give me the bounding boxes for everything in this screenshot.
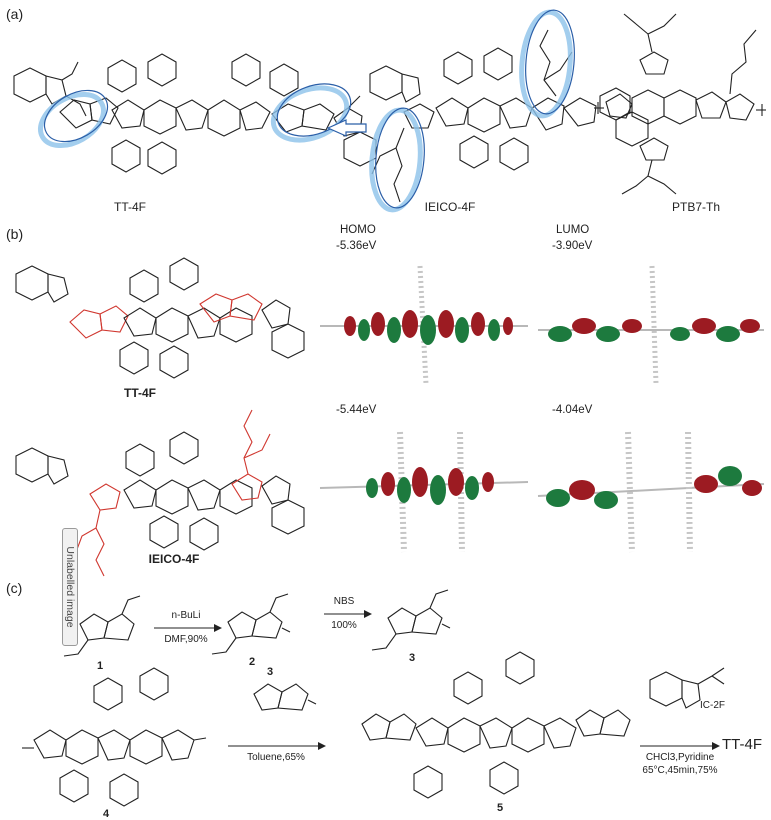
ieico4f-structure-a xyxy=(369,9,649,213)
compound-3-label: 3 xyxy=(408,652,416,664)
label-ieico4f-b: IEICO-4F xyxy=(148,552,200,566)
ieico-homo-value: -5.44eV xyxy=(336,404,377,416)
panel-label-a: (a) xyxy=(6,6,24,22)
step3-conditions: Toluene,65% xyxy=(247,752,305,763)
panel-label-b: (b) xyxy=(6,226,24,242)
orbital-tt4f-homo xyxy=(318,265,530,385)
ieico-lumo-value: -4.04eV xyxy=(552,404,593,416)
ieico4f-structure-b xyxy=(15,409,305,577)
ptb7th-structure xyxy=(594,13,766,195)
scheme-row-1 xyxy=(63,589,451,657)
step2-reagent: NBS xyxy=(333,596,355,607)
orbital-ieico-lumo xyxy=(534,430,766,554)
step4-conditions-2: 65°C,45min,75% xyxy=(642,765,718,776)
tt4f-homo-value: -5.36eV xyxy=(336,240,377,252)
tt4f-lumo-value: -3.90eV xyxy=(552,240,593,252)
unlabelled-image-text: Unlabelled image xyxy=(64,546,76,628)
label-tt4f-a: TT-4F xyxy=(114,200,146,214)
step2-yield: 100% xyxy=(331,620,357,631)
scheme-row-2 xyxy=(22,651,725,807)
compound-3-reagent-label: 3 xyxy=(266,666,274,678)
final-product-label: TT-4F xyxy=(722,736,762,753)
ic2f-label: IC-2F xyxy=(700,700,725,711)
conversion-arrow xyxy=(326,119,367,137)
lumo-heading: LUMO xyxy=(556,224,590,236)
tt4f-structure-b xyxy=(15,257,305,379)
step1-conditions: DMF,90% xyxy=(164,634,208,645)
step4-conditions-1: CHCl3,Pyridine xyxy=(645,752,715,763)
panel-label-c: (c) xyxy=(6,580,23,596)
orbital-tt4f-lumo xyxy=(534,265,766,385)
label-ptb7th: PTB7-Th xyxy=(671,200,720,214)
label-ieico4f-a: IEICO-4F xyxy=(424,200,476,214)
label-tt4f-b: TT-4F xyxy=(124,386,156,400)
homo-heading: HOMO xyxy=(340,224,376,236)
compound-4-label: 4 xyxy=(102,808,110,820)
compound-2-label: 2 xyxy=(248,656,256,668)
compound-5-label: 5 xyxy=(496,802,504,814)
unlabelled-image-chip: Unlabelled image xyxy=(62,528,78,646)
step1-reagent: n-BuLi xyxy=(171,610,201,621)
compound-1-label: 1 xyxy=(96,660,104,672)
orbital-ieico-homo xyxy=(318,430,530,554)
